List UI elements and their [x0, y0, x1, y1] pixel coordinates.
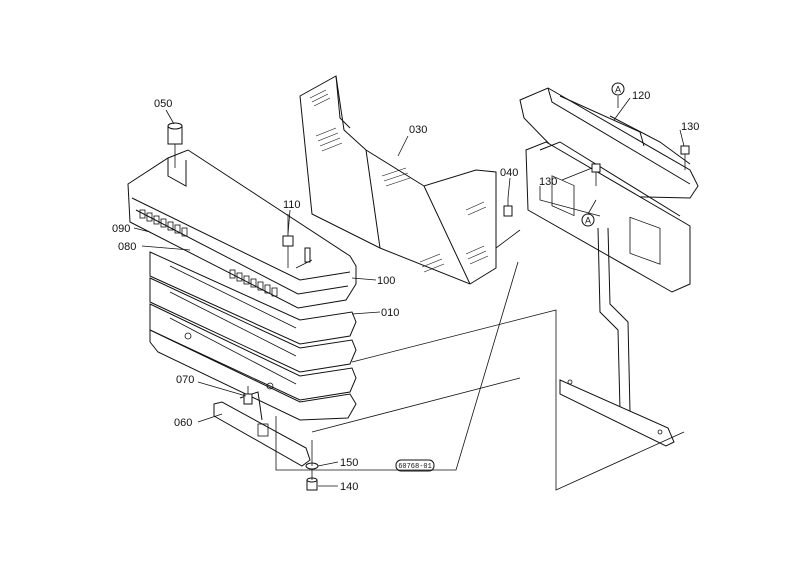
front-frame-assembly-120: [519, 87, 699, 447]
drawing-stamp: 60768-01: [395, 459, 435, 472]
part-label-050: 050: [154, 98, 172, 110]
part-label-090: 090: [112, 223, 130, 235]
part-label-110: 110: [283, 199, 301, 211]
screen-panel-030: [299, 75, 497, 285]
ref-marker-a-top: A: [611, 82, 625, 96]
drawing-number: 60768-01: [398, 463, 432, 471]
bushing-050: [167, 122, 183, 168]
part-label-130-mid: 130: [539, 176, 557, 188]
part-label-100: 100: [377, 275, 395, 287]
assembly-lines: [133, 96, 685, 491]
part-label-070: 070: [176, 374, 194, 386]
part-label-040: 040: [500, 167, 518, 179]
part-label-140: 140: [340, 481, 358, 493]
part-label-030: 030: [409, 124, 427, 136]
part-label-010: 010: [381, 307, 399, 319]
bolt-040: [503, 198, 513, 217]
svg-text:A: A: [615, 85, 621, 95]
ref-marker-a-mid: A: [581, 213, 595, 227]
front-grille-assembly: [127, 149, 357, 421]
part-labels: 050 090 080 110 030 040 100 010 070 060 …: [112, 90, 699, 493]
bolt-130-top: [680, 145, 690, 170]
part-label-060: 060: [174, 417, 192, 429]
grille-slots-left: [139, 209, 188, 237]
svg-text:A: A: [585, 216, 591, 226]
bolt-070: [243, 386, 253, 405]
part-label-120: 120: [632, 90, 650, 102]
reference-markers: A A: [581, 82, 625, 227]
part-label-130-top: 130: [681, 121, 699, 133]
nut-110: [282, 214, 313, 269]
grille-slots-right: [229, 269, 278, 297]
part-label-150: 150: [340, 457, 358, 469]
mesh-pattern: [309, 89, 489, 273]
part-label-080: 080: [118, 241, 136, 253]
